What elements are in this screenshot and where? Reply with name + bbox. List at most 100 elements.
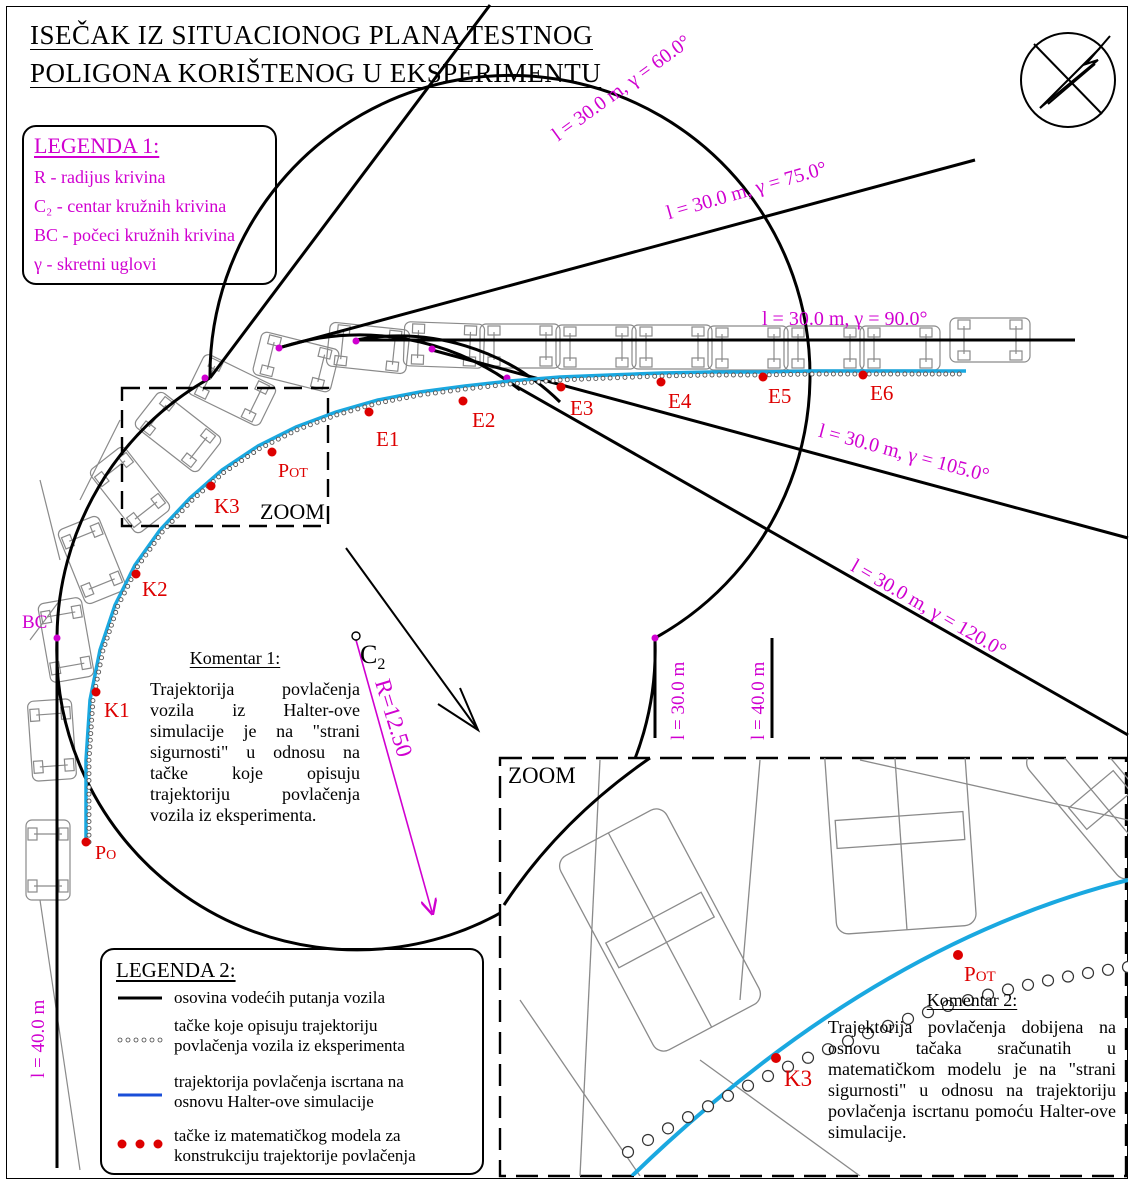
zoom-experiment-point	[841, 1034, 855, 1048]
zoom-experiment-point	[1041, 974, 1055, 987]
experiment-point	[738, 372, 744, 378]
experiment-point	[86, 771, 92, 777]
experiment-point	[327, 414, 333, 420]
experiment-point	[766, 372, 772, 378]
experiment-point	[470, 385, 476, 391]
experiment-point	[417, 392, 423, 398]
experiment-point	[106, 629, 112, 635]
experiment-point	[543, 378, 549, 384]
model-point	[81, 837, 91, 847]
comment-1: Komentar 1: Trajektorija povlačenja vozi…	[150, 648, 360, 826]
model-point	[364, 407, 374, 417]
vehicle-outline	[783, 325, 865, 371]
experiment-point	[239, 458, 245, 463]
experiment-point	[164, 524, 170, 530]
experiment-point	[629, 374, 635, 380]
legend-2-text: konstrukciju trajektorije povlačenja	[174, 1146, 416, 1165]
experiment-point	[695, 372, 701, 378]
legend-1-item: γ - skretni uglovi	[34, 254, 157, 274]
zoom-experiment-point	[1081, 966, 1095, 980]
zoom-experiment-point	[761, 1069, 775, 1083]
experiment-point	[86, 764, 92, 770]
center-label: C2	[360, 640, 386, 674]
zoom-experiment-point	[901, 1012, 915, 1025]
experiment-point	[411, 393, 417, 399]
bc-point	[275, 344, 283, 352]
model-point	[267, 447, 277, 457]
zoom-experiment-point	[1021, 978, 1035, 991]
experiment-point	[86, 825, 92, 831]
zoom-experiment-point	[661, 1122, 675, 1135]
experiment-point	[666, 373, 672, 379]
point-label-e3: E3	[570, 396, 594, 420]
legend-2-text: osnovu Halter-ove simulacije	[174, 1092, 374, 1111]
point-label-e6: E6	[870, 381, 894, 405]
zoom-experiment-point	[821, 1043, 835, 1056]
vertical-label-left-40: l = 40.0 m	[28, 999, 49, 1078]
experiment-point	[902, 371, 908, 377]
vehicle-outline	[402, 321, 486, 369]
experiment-point	[659, 373, 665, 379]
experiment-point	[321, 417, 327, 423]
experiment-point	[852, 371, 858, 377]
experiment-point	[522, 380, 527, 386]
experiment-point	[151, 540, 157, 546]
model-point	[131, 569, 141, 579]
experiment-point	[536, 379, 542, 385]
drawing-frame	[6, 6, 1128, 1179]
legend-2-text: tačke iz matematičkog modela za	[174, 1126, 401, 1145]
vehicle-outline	[707, 325, 789, 371]
experiment-point	[86, 757, 92, 763]
zoom-vehicle-outline	[1026, 758, 1128, 880]
zoom-experiment-point	[801, 1051, 815, 1064]
vertical-label-30: l = 30.0 m	[668, 661, 689, 740]
zoom-experiment-point	[641, 1133, 655, 1147]
zoom-vehicle-outlines	[519, 758, 1128, 1176]
experiment-point	[500, 382, 506, 388]
legend-dot	[125, 1037, 131, 1043]
zoom-panel-label: ZOOM	[508, 763, 576, 788]
experiment-point	[781, 372, 786, 378]
zoom-experiment-point	[941, 999, 955, 1013]
comment-1-heading: Komentar 1:	[189, 648, 281, 668]
vehicle-outline	[27, 698, 77, 782]
model-point	[656, 377, 666, 387]
zoom-label-pot: POT	[964, 962, 996, 986]
zoom-point-k3	[771, 1053, 781, 1063]
experiment-point	[125, 583, 131, 589]
experiment-point	[88, 731, 94, 736]
experiment-point	[425, 391, 431, 397]
experiment-point	[888, 371, 894, 377]
experiment-point	[100, 648, 106, 654]
point-label-e1: E1	[376, 427, 400, 451]
experiment-point	[637, 374, 643, 380]
experiment-point	[89, 717, 95, 723]
experiment-point	[96, 669, 102, 675]
experiment-point	[752, 372, 758, 378]
legend-1-heading: LEGENDA 1:	[34, 133, 160, 158]
experiment-point	[113, 609, 119, 615]
experiment-point	[86, 791, 92, 797]
experiment-point	[334, 412, 340, 418]
experiment-point	[108, 622, 114, 628]
zoom-experiment-point	[781, 1060, 795, 1073]
experiment-point	[557, 377, 563, 383]
legend-2: LEGENDA 2: osovina vodećih putanja vozil…	[100, 948, 484, 1175]
vehicle-outline	[89, 446, 171, 534]
experiment-point	[139, 558, 145, 564]
experiment-point	[88, 724, 94, 730]
experiment-point	[681, 373, 686, 379]
experiment-point	[492, 383, 498, 389]
legend-2-text: osovina vodećih putanja vozila	[174, 988, 386, 1007]
experiment-point	[216, 474, 222, 480]
vehicle-outline	[37, 597, 95, 683]
zoom-halter-curve	[630, 878, 1128, 1176]
vehicle-outline	[631, 324, 713, 370]
vehicle-outline	[187, 354, 277, 426]
experiment-point	[795, 371, 801, 377]
experiment-point	[529, 379, 535, 385]
vehicle-outline	[859, 325, 941, 371]
experiment-point	[118, 597, 124, 603]
experiment-point	[314, 419, 320, 425]
